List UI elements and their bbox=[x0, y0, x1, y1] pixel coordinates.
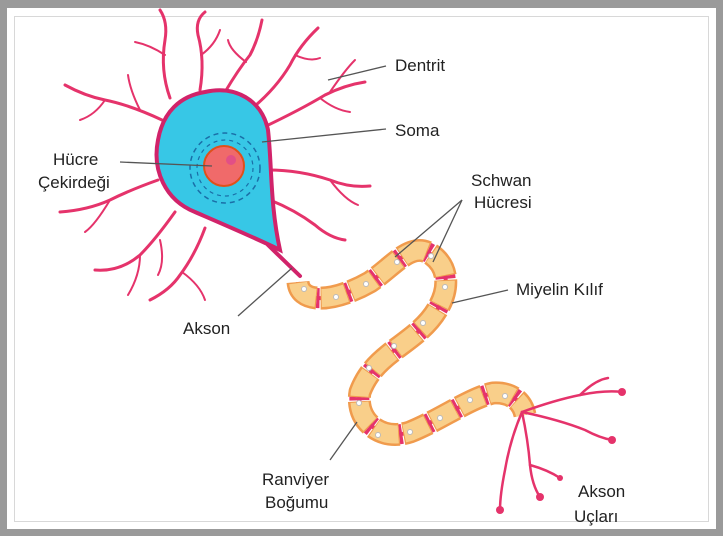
dendrite-branch bbox=[95, 212, 175, 270]
nucleolus bbox=[226, 155, 236, 165]
schwann-nucleus bbox=[429, 254, 434, 259]
schwann-nucleus bbox=[334, 295, 339, 300]
schwann-nucleus bbox=[395, 260, 400, 265]
dendrite-branch bbox=[268, 170, 370, 186]
dendrite-branch bbox=[128, 75, 140, 110]
terminal-branch bbox=[522, 412, 612, 440]
terminal-branch bbox=[522, 391, 622, 412]
dendrite-branch bbox=[250, 28, 318, 110]
leader-akson bbox=[238, 268, 292, 316]
terminal-bouton bbox=[496, 506, 504, 514]
label-myelin: Miyelin Kılıf bbox=[516, 280, 603, 299]
terminal-bouton bbox=[618, 388, 626, 396]
dendrite-branch bbox=[150, 228, 205, 300]
leader-soma bbox=[262, 129, 386, 142]
dendrite-branch bbox=[270, 200, 345, 240]
terminal-bouton bbox=[608, 436, 616, 444]
label-nucleus-line2: Çekirdeği bbox=[38, 173, 110, 192]
leader-schwan-2 bbox=[433, 200, 462, 262]
label-soma: Soma bbox=[395, 121, 440, 140]
label-terminals-line2: Uçları bbox=[574, 507, 618, 526]
label-ranvier-line1: Ranviyer bbox=[262, 470, 329, 489]
schwann-nucleus bbox=[302, 287, 307, 292]
label-ranvier-line2: Boğumu bbox=[265, 493, 328, 512]
schwann-nucleus bbox=[376, 433, 381, 438]
label-schwan-line1: Schwan bbox=[471, 171, 531, 190]
dendrite-branch bbox=[320, 98, 350, 112]
dendrite-branch bbox=[201, 30, 220, 55]
terminal-branch bbox=[530, 465, 560, 478]
schwann-nucleus bbox=[357, 401, 362, 406]
terminal-bouton bbox=[557, 475, 563, 481]
schwann-nucleus bbox=[468, 398, 473, 403]
schwann-nucleus bbox=[364, 282, 369, 287]
label-schwan-line2: Hücresi bbox=[474, 193, 532, 212]
leader-dentrit bbox=[328, 66, 386, 80]
label-akson: Akson bbox=[183, 319, 230, 338]
schwann-nucleus bbox=[443, 285, 448, 290]
leader-ranvier bbox=[330, 422, 357, 460]
label-nucleus-line1: Hücre bbox=[53, 150, 98, 169]
schwann-nucleus bbox=[392, 344, 397, 349]
dendrite-branch bbox=[295, 55, 320, 59]
axon-hillock bbox=[268, 245, 300, 276]
dendrite-branch bbox=[228, 40, 246, 62]
terminal-bouton bbox=[536, 493, 544, 501]
leader-myelin bbox=[452, 290, 508, 303]
dendrite-branch bbox=[225, 20, 262, 92]
terminal-branch bbox=[522, 412, 540, 497]
dendrite-branch bbox=[135, 42, 165, 55]
dendrite-branch bbox=[65, 85, 162, 120]
schwann-nucleus bbox=[367, 366, 372, 371]
dendrite-branch bbox=[197, 12, 205, 90]
label-dentrit: Dentrit bbox=[395, 56, 445, 75]
dendrite-branch bbox=[182, 272, 205, 300]
myelin-sheath bbox=[298, 250, 525, 434]
schwann-nucleus bbox=[421, 321, 426, 326]
dendrite-branch bbox=[262, 82, 365, 128]
dendrite-branch bbox=[80, 100, 105, 120]
schwann-nucleus bbox=[438, 416, 443, 421]
myelin-segment-fill bbox=[298, 250, 525, 434]
terminal-branch bbox=[500, 412, 522, 510]
label-terminals-line1: Akson bbox=[578, 482, 625, 501]
schwann-nucleus bbox=[408, 430, 413, 435]
schwann-nucleus bbox=[503, 394, 508, 399]
dendrite-branch bbox=[158, 240, 162, 275]
